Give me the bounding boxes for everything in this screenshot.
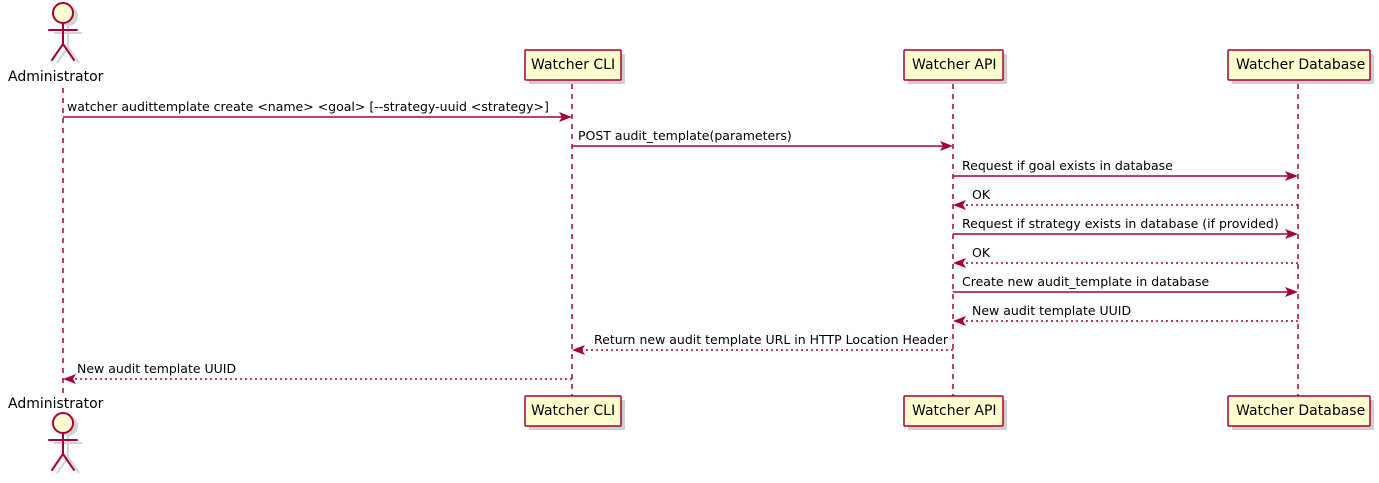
arrowhead-right-icon [1285,229,1298,239]
actor-body-icon [48,432,78,471]
arrowhead-left-icon [63,374,76,384]
arrowhead-left-icon [953,316,966,326]
message-arrow-2 [572,141,953,151]
message-arrow-4 [953,200,1298,210]
participant-label-watcher-database-top: Watcher Database [1236,57,1366,73]
arrowhead-right-icon [940,141,953,151]
participant-box-watcher-api-bottom[interactable] [903,395,1004,427]
message-arrow-5 [953,229,1298,239]
message-arrow-3 [953,171,1298,181]
message-arrow-1 [63,112,572,122]
actor-administrator-bottom[interactable] [48,412,78,471]
actor-head-icon [52,2,74,24]
participant-box-watcher-api-top[interactable] [903,49,1004,81]
actor-label-administrator-bottom: Administrator [8,396,104,412]
message-arrow-10 [63,374,572,384]
message-label-2: POST audit_template(parameters) [578,128,792,143]
arrowhead-right-icon [1285,171,1298,181]
arrowhead-left-icon [953,258,966,268]
arrowhead-right-icon [1285,287,1298,297]
participant-label-watcher-cli-top: Watcher CLI [531,57,616,73]
message-label-3: Request if goal exists in database [962,158,1173,173]
participant-label-watcher-database-bottom: Watcher Database [1236,403,1366,419]
message-arrow-6 [953,258,1298,268]
participant-box-watcher-database-bottom[interactable] [1227,395,1371,427]
message-label-1: watcher audittemplate create <name> <goa… [67,99,549,114]
arrowhead-left-icon [953,200,966,210]
arrowhead-left-icon [572,345,585,355]
actor-body-icon [48,22,78,61]
message-label-6: OK [972,245,991,260]
actor-administrator-top[interactable] [48,2,78,61]
message-arrow-8 [953,316,1298,326]
message-label-10: New audit template UUID [77,361,237,376]
message-arrow-9 [572,345,953,355]
arrowhead-right-icon [559,112,572,122]
participant-box-watcher-cli-bottom[interactable] [524,395,622,427]
participant-box-watcher-cli-top[interactable] [524,49,622,81]
message-label-5: Request if strategy exists in database (… [962,216,1279,231]
participant-label-watcher-cli-bottom: Watcher CLI [531,403,616,419]
message-label-4: OK [972,187,991,202]
message-arrow-7 [953,287,1298,297]
participant-label-watcher-api-bottom: Watcher API [912,403,997,419]
actor-label-administrator-top: Administrator [8,69,104,85]
message-label-9: Return new audit template URL in HTTP Lo… [594,332,948,347]
message-label-8: New audit template UUID [972,303,1132,318]
actor-head-icon [52,412,74,434]
participant-label-watcher-api-top: Watcher API [912,57,997,73]
message-label-7: Create new audit_template in database [962,274,1210,289]
participant-box-watcher-database-top[interactable] [1227,49,1371,81]
